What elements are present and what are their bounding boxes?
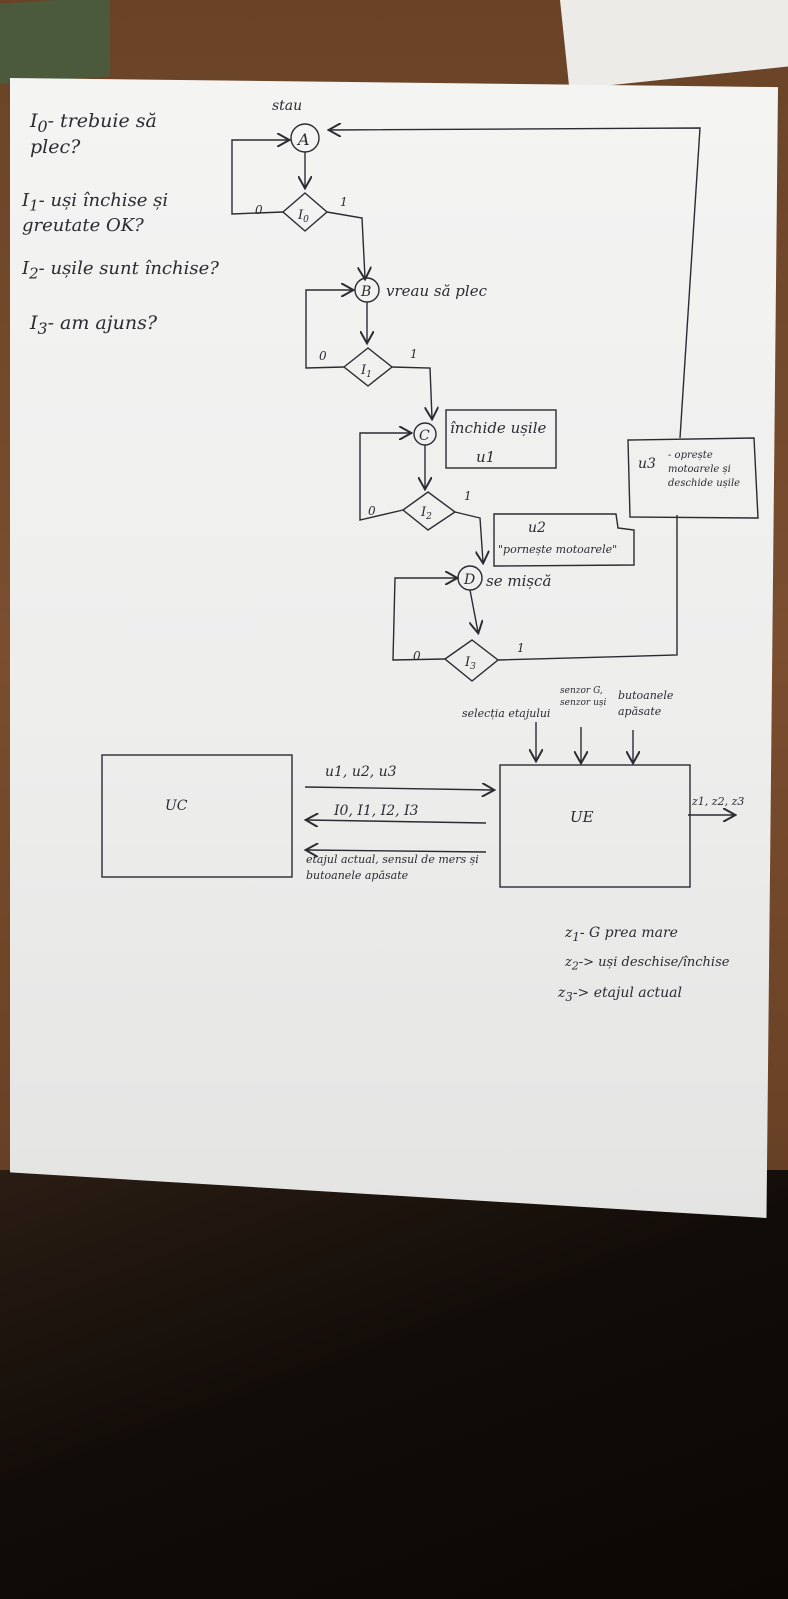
output-u3-text-wrap: - oprește motoarele și deschide ușile (668, 450, 741, 489)
state-a-label: A (296, 130, 310, 149)
ue-label: UE (570, 808, 594, 826)
ue-input-sensors-wrap: senzor G, senzor uși (560, 686, 607, 708)
decision-i1-label: I1 (360, 363, 372, 380)
table-shadow (0, 1170, 788, 1599)
branch-i1-zero: 0 (319, 349, 327, 363)
legend-item-i3: I3- am ajuns? (30, 312, 158, 338)
ue-input-buttons-wrap: butoanele apăsate (618, 689, 674, 718)
state-d-label: D (463, 572, 475, 588)
legend-output-z1: z1- G prea mare (565, 925, 678, 944)
legend-output-z2: z2-> uși deschise/închise (565, 955, 730, 973)
decision-i0 (281, 192, 329, 232)
decision-i0-label: I0 (297, 208, 309, 225)
legend-output-z3: z3-> etajul actual (558, 985, 682, 1004)
output-u1-label: u1 (476, 448, 495, 466)
output-u3-text: - oprește motoarele și deschide ușile (668, 450, 741, 489)
branch-i2-zero: 0 (368, 504, 376, 518)
ue-block (499, 764, 691, 888)
legend-item-i1: I1- uși închise și greutate OK? (22, 190, 169, 236)
paper-sheet (10, 78, 778, 1218)
ue-input-floor: selecția etajului (462, 707, 550, 720)
signal-i: I0, I1, I2, I3 (333, 803, 419, 819)
ue-outputs: z1, z2, z3 (691, 795, 744, 808)
state-c-label: C (419, 428, 430, 444)
decision-i1 (342, 347, 394, 387)
ue-input-sensors: senzor G, senzor uși (560, 686, 607, 708)
output-u2-text: "pornește motoarele" (498, 543, 617, 556)
signal-state-wrap: etajul actual, sensul de mers și butoane… (306, 853, 479, 882)
signal-state: etajul actual, sensul de mers și butoane… (306, 853, 479, 882)
legend-item-i0: I0- trebuie să plec? (30, 110, 157, 158)
state-a-desc: stau (272, 98, 302, 114)
branch-i0-one: 1 (340, 195, 348, 209)
output-u3-name: u3 (638, 456, 656, 472)
decision-i2 (401, 491, 457, 531)
branch-i3-zero: 0 (413, 649, 421, 663)
state-b-desc: vreau să plec (386, 282, 488, 300)
signal-u: u1, u2, u3 (325, 764, 397, 780)
state-d-desc: se mișcă (486, 572, 551, 590)
branch-i0-zero: 0 (255, 203, 263, 217)
ue-input-buttons: butoanele apăsate (618, 689, 674, 718)
uc-block (101, 754, 293, 878)
output-u1-box (445, 409, 557, 469)
output-u2-name: u2 (528, 520, 546, 536)
state-c-desc: închide ușile (450, 419, 547, 437)
uc-label: UC (165, 798, 188, 814)
output-u2-box (493, 513, 635, 567)
output-u3-box (627, 437, 759, 519)
legend-item-i2: I2- ușile sunt închise? (22, 258, 219, 283)
state-b-label: B (360, 284, 371, 300)
branch-i3-one: 1 (517, 641, 525, 655)
decision-i3-label: I3 (464, 655, 476, 672)
decision-i2-label: I2 (420, 505, 432, 522)
decision-i3 (443, 639, 500, 682)
branch-i1-one: 1 (410, 347, 418, 361)
branch-i2-one: 1 (464, 489, 472, 503)
